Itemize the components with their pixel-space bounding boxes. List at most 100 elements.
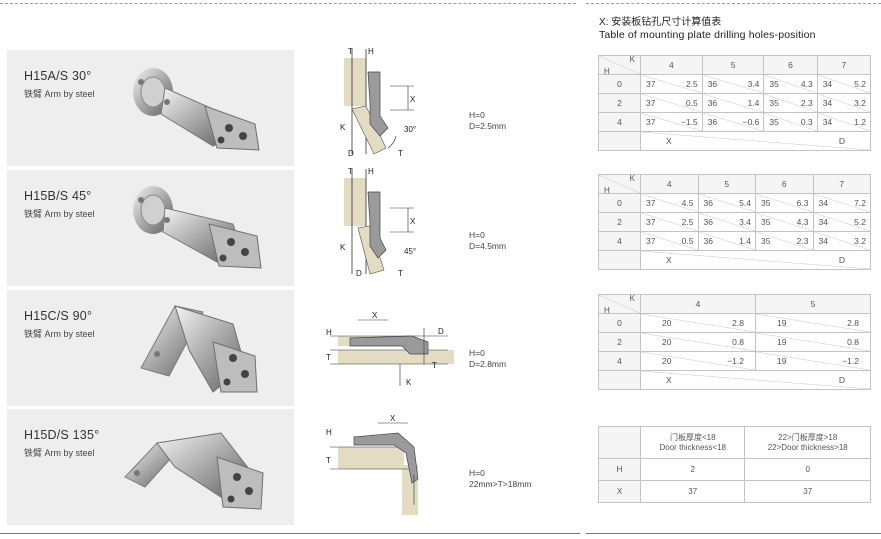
spec-d: D=4.5mm [469, 241, 507, 251]
d-value: −1.2 [842, 356, 859, 366]
d-value: 1.4 [739, 236, 751, 246]
x-value: 35 [761, 217, 771, 227]
spec-h15a: H=0 D=2.5mm [469, 110, 506, 132]
diagram-label-t2: T [432, 361, 437, 370]
d-value: 3.2 [854, 236, 866, 246]
x-value: 35 [761, 236, 771, 246]
d-value: 2.5 [685, 79, 698, 89]
k-header: 6 [755, 174, 814, 194]
product-model: H15C/S 90° [24, 309, 93, 323]
d-value: −0.6 [742, 117, 760, 127]
h-value: 4 [598, 231, 641, 251]
x-value: 34 [818, 217, 828, 227]
d-value: 3.2 [854, 98, 866, 108]
hinge-photo [133, 68, 260, 151]
spec-h: H=0 [469, 468, 485, 478]
d-value: 7.2 [854, 198, 866, 208]
footer-x-label: X [666, 255, 672, 265]
footer-x-label: X [666, 375, 672, 385]
x-value: 34 [822, 79, 833, 89]
x-value: 37 [646, 79, 656, 89]
diagram-label-h: H [326, 328, 332, 337]
x-value: 34 [818, 236, 828, 246]
k-header: 5 [755, 294, 871, 314]
x-value: 36 [707, 79, 718, 89]
diagram-label-d: D [356, 269, 362, 278]
x-value: 20 [662, 356, 672, 366]
diagram-label-x: X [410, 217, 416, 226]
x-value: 20 [662, 337, 672, 347]
product-model: H15B/S 45° [24, 189, 92, 203]
d-value: 4.5 [681, 198, 694, 208]
diagram-label-k: K [340, 123, 346, 132]
d-value: −1.5 [680, 117, 698, 127]
cell-value: 2 [639, 458, 746, 481]
table-row: X 37 37 [598, 480, 871, 503]
hinge-photo [140, 305, 258, 393]
spec-h15c: H=0 D=2.8mm [469, 348, 506, 370]
d-value: 2.3 [800, 98, 813, 108]
x-value: 35 [769, 117, 779, 127]
spec-h: H=0 [469, 348, 485, 358]
x-value: 37 [646, 198, 656, 208]
d-value: 2.8 [732, 318, 744, 328]
x-value: 34 [822, 117, 833, 127]
d-value: 5.4 [739, 198, 751, 208]
diagram-label-t: T [348, 167, 353, 176]
spec-d: D=2.8mm [469, 359, 507, 369]
k-header: 7 [812, 174, 871, 194]
x-value: 36 [703, 236, 713, 246]
product-arm-material: 铁臂 Arm by steel [24, 89, 95, 99]
k-header: 5 [701, 55, 765, 75]
k-header: 4 [640, 174, 699, 194]
d-value: 6.3 [796, 198, 809, 208]
diagram-label-x: X [372, 311, 378, 320]
d-value: 0.5 [685, 98, 698, 108]
diagram-label-h: H [326, 428, 332, 437]
installation-diagram-h15c: X H T D T K [326, 311, 454, 387]
x-value: 36 [707, 117, 718, 127]
k-header: 7 [816, 55, 872, 75]
diagram-label-k: K [406, 378, 412, 387]
h-value: 0 [598, 313, 641, 333]
diagram-label-t: T [326, 353, 331, 362]
x-value: 37 [646, 117, 656, 127]
diagram-label-x: X [410, 95, 416, 104]
d-value: 1.2 [854, 117, 866, 127]
product-arm-material: 铁臂 Arm by steel [24, 448, 95, 458]
diagram-label-h: H [368, 47, 374, 56]
x-value: 36 [703, 198, 713, 208]
k-header: 5 [697, 174, 756, 194]
hinge-photo [133, 186, 262, 269]
x-value: 20 [662, 318, 672, 328]
x-value: 34 [818, 198, 828, 208]
k-header: 6 [763, 55, 818, 75]
d-value: 4.3 [800, 79, 813, 89]
h-value: 4 [598, 112, 641, 132]
d-value: 0.8 [847, 337, 859, 347]
h-value: 2 [598, 93, 641, 113]
spec-d: D=2.5mm [469, 121, 507, 131]
diagram-label-d: D [438, 327, 444, 336]
bottom-rule-right [586, 533, 881, 534]
top-dashed-rule-left [0, 3, 576, 4]
diagram-label-t: T [348, 47, 353, 56]
h-value: 2 [598, 332, 641, 352]
footer-d-label: D [838, 375, 845, 385]
product-panel-h15d: H15D/S 135° 铁臂 Arm by steel [7, 409, 294, 525]
x-value: 36 [707, 98, 718, 108]
spec-h15b: H=0 D=4.5mm [469, 230, 506, 252]
spec-d: 22mm>T>18mm [469, 479, 532, 489]
top-dashed-rule-right [586, 3, 881, 4]
